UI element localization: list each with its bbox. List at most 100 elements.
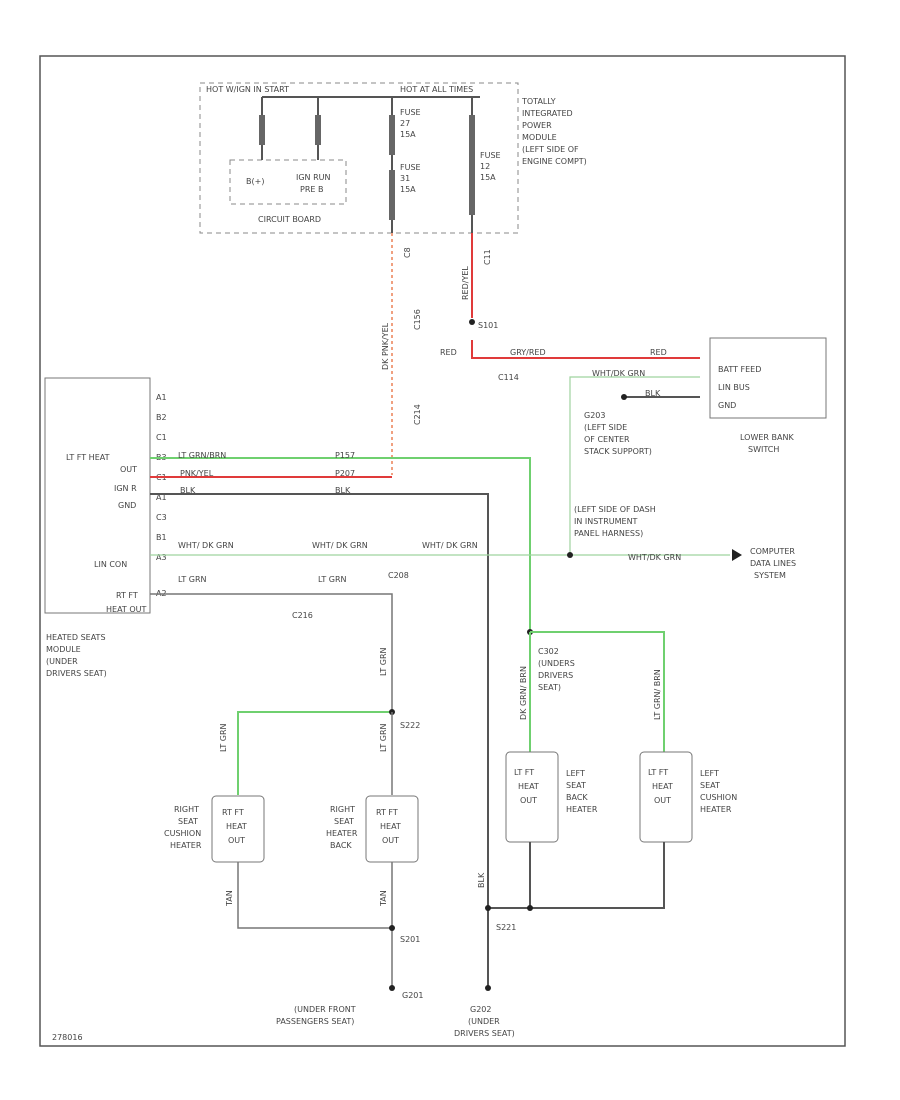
lt-grn-label-2: LT GRN [318,575,347,584]
module-gnd: GND [118,501,136,510]
lt-grn-brn-wire [150,457,531,632]
conn-c8: C8 [403,247,412,258]
svg-text:SEAT: SEAT [334,817,354,826]
svg-text:HEATER: HEATER [170,841,202,850]
lb-box-1: LT FT [514,768,534,777]
dk-grn-row-3: WHT/ DK GRN [422,541,478,550]
ipm-bus [261,96,480,160]
fuse-27-icon [389,115,395,155]
g203-label: G203 [584,411,605,420]
red-mid-label: GRY/RED [510,348,546,357]
circuit-board-label: CIRCUIT BOARD [258,215,321,224]
svg-text:(LEFT SIDE OF: (LEFT SIDE OF [522,145,579,154]
left-cushion-label: LEFT SEAT CUSHION HEATER [700,769,737,814]
svg-text:HEATER: HEATER [700,805,732,814]
p207-label: P207 [335,469,355,478]
comp-wire-label: WHT/DK GRN [628,553,681,562]
lt-back-wire [529,631,665,752]
rt-ground-wire [237,862,393,988]
svg-text:C3: C3 [156,513,167,522]
switch-batt-feed: BATT FEED [718,365,761,374]
svg-text:MODULE: MODULE [46,645,81,654]
fuse-12-icon [469,115,475,215]
ground-dot [621,394,627,400]
g201-label: G201 [402,991,423,1000]
g202-loc-1: (UNDER [468,1017,500,1026]
left-back-label: LEFT SEAT BACK HEATER [566,769,598,814]
svg-text:(UNDER: (UNDER [46,657,78,666]
ground-dot [485,985,491,991]
rc-box-1: RT FT [222,808,244,817]
g203-loc-3: STACK SUPPORT) [584,447,652,456]
svg-text:DRIVERS: DRIVERS [538,671,573,680]
relay-b-plus: B(+) [246,177,264,186]
svg-text:CUSHION: CUSHION [700,793,737,802]
blk3-label: BLK [335,486,351,495]
s201-label: S201 [400,935,420,944]
svg-text:INTEGRATED: INTEGRATED [522,109,573,118]
module-desc: HEATED SEATS MODULE (UNDER DRIVERS SEAT) [46,633,107,678]
splice-dot [469,319,475,325]
red-label: RED [440,348,457,357]
s221-label: S221 [496,923,516,932]
brn-grn-label: LT GRN/ BRN [653,669,662,720]
ipm-location: TOTALLY INTEGRATED POWER MODULE (LEFT SI… [521,97,587,166]
g201-loc-1: (UNDER FRONT [294,1005,356,1014]
rb-lt-grn: LT GRN [379,723,388,752]
right-cushion-label: RIGHT SEAT CUSHION HEATER [164,805,202,850]
lt-grn-brn-label: LT GRN/BRN [178,451,226,460]
left-cushion-heater [639,751,693,843]
lb-box-2: HEAT [518,782,539,791]
c214-label: C214 [413,404,422,425]
switch-name-2: SWITCH [748,445,779,454]
c156-label: C156 [413,309,422,330]
dk-grn-row-1: WHT/ DK GRN [178,541,234,550]
c216-label: C216 [292,611,313,620]
rb-box-1: RT FT [376,808,398,817]
svg-text:CUSHION: CUSHION [164,829,201,838]
c114-label: C114 [498,373,519,382]
module-ign-r: IGN R [114,484,137,493]
svg-text:ENGINE COMPT): ENGINE COMPT) [522,157,587,166]
svg-text:BACK: BACK [566,793,588,802]
g201-loc-2: PASSENGERS SEAT) [276,1017,354,1026]
fuse-icon [259,115,265,145]
switch-gnd: GND [718,401,736,410]
s101-label: S101 [478,321,498,330]
red-wire [471,233,700,359]
lt-ground-wire [487,842,665,988]
svg-text:DRIVERS SEAT): DRIVERS SEAT) [46,669,107,678]
ground-dot [389,985,395,991]
fuse-icon [315,115,321,145]
dash-loc-3: PANEL HARNESS) [574,529,643,538]
svg-text:POWER: POWER [522,121,552,130]
svg-text:DATA LINES: DATA LINES [750,559,796,568]
lower-bank-switch [709,337,827,419]
g202-label: G202 [470,1005,491,1014]
circuit-board-box [229,159,347,205]
blk-vert-label: BLK [477,872,486,888]
svg-text:A1: A1 [156,493,167,502]
svg-text:C302: C302 [538,647,559,656]
module-pins: A1 B2 C1 B3 C1 A1 C3 B1 A3 A2 [156,393,167,598]
lcu-box-2: HEAT [652,782,673,791]
pnk-yel-label: PNK/YEL [180,469,214,478]
fuse-12-rating: 15A [480,173,496,182]
module-lin-con: LIN CON [94,560,127,569]
module-lt-ft-heat: LT FT HEAT [66,453,110,462]
lt-grn-wire [150,593,393,712]
splice-dot [485,905,491,911]
fuse-27-number: 27 [400,119,410,128]
svg-text:SYSTEM: SYSTEM [754,571,786,580]
dk-grn-brn-label: DK GRN/ BRN [519,666,528,720]
rc-box-2: HEAT [226,822,247,831]
fuse-31-rating: 15A [400,185,416,194]
switch-name: LOWER BANK [740,433,794,442]
svg-text:LEFT: LEFT [566,769,585,778]
svg-text:LEFT: LEFT [700,769,719,778]
g203-loc-1: (LEFT SIDE [584,423,627,432]
lt-grn-label: LT GRN [178,575,207,584]
red-right-label: RED [650,348,667,357]
splice-dot [567,552,573,558]
